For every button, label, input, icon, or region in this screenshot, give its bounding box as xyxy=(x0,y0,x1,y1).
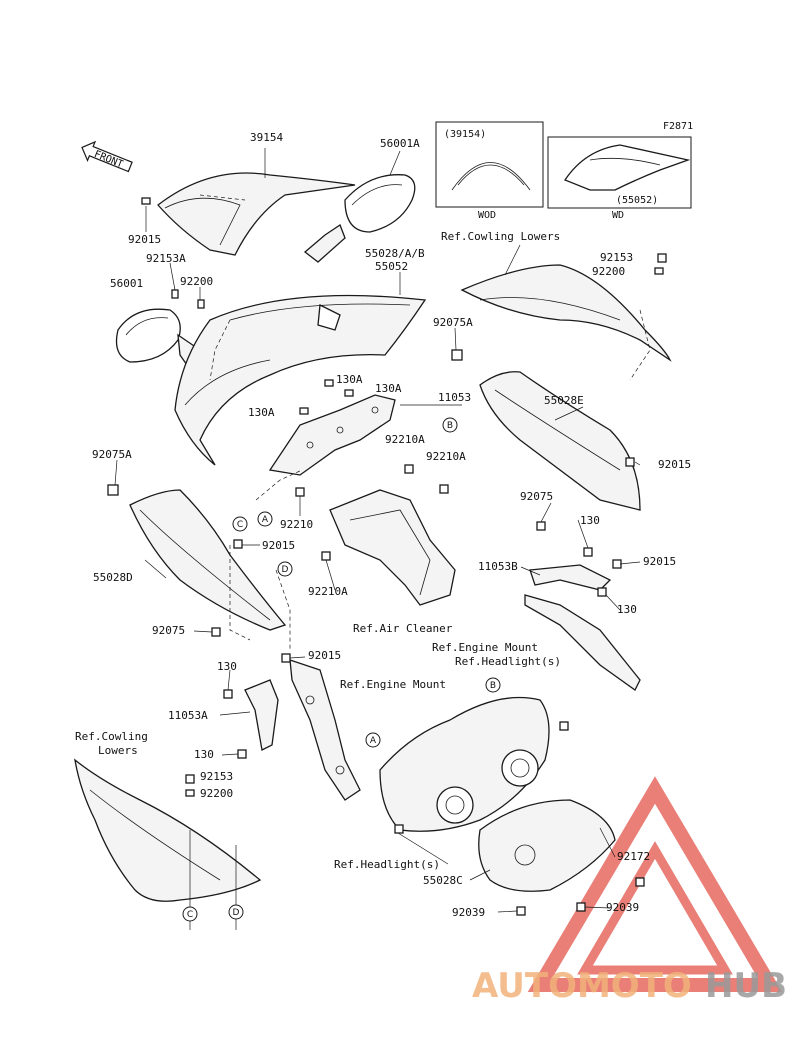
label-92153A: 92153A xyxy=(146,252,186,265)
svg-text:D: D xyxy=(233,908,240,918)
label-ref-cowling-lowers-l1: Ref.Cowling xyxy=(75,730,148,743)
watermark-part2: HUB xyxy=(705,966,787,1006)
callout-C1: C xyxy=(232,516,248,532)
left-inner-panel-55028D xyxy=(129,489,287,631)
label-130A-3: 130A xyxy=(248,406,275,419)
callout-D1: D xyxy=(277,561,293,577)
label-ref-engine-mount-r: Ref.Engine Mount xyxy=(432,641,538,654)
callout-B2: B xyxy=(485,677,501,693)
center-duct xyxy=(329,489,456,606)
label-130A-1: 130A xyxy=(336,373,363,386)
label-92200-top: 92200 xyxy=(180,275,213,288)
label-92200-tr: 92200 xyxy=(592,265,625,278)
engine-mount-bracket xyxy=(289,659,361,801)
svg-text:A: A xyxy=(262,515,269,525)
label-92015-r: 92015 xyxy=(658,458,691,471)
fasteners xyxy=(107,197,667,916)
variant-wod-part: (39154) xyxy=(444,129,486,140)
headlight-assembly xyxy=(379,696,550,832)
label-92039-l: 92039 xyxy=(452,906,485,919)
label-92210A-3: 92210A xyxy=(308,585,348,598)
callout-A1: A xyxy=(257,511,273,527)
label-11053: 11053 xyxy=(438,391,471,404)
part-labels: 39154 56001A 92015 92153A 56001 92200 55… xyxy=(75,131,691,919)
variant-wd-inset: (55052) WD xyxy=(547,136,692,221)
svg-text:B: B xyxy=(447,421,453,431)
label-92039-r: 92039 xyxy=(606,901,639,914)
label-ref-air-cleaner: Ref.Air Cleaner xyxy=(353,622,453,635)
label-92210: 92210 xyxy=(280,518,313,531)
label-130-l1: 130 xyxy=(217,660,237,673)
bracket-11053B xyxy=(524,564,641,691)
right-side-cowl-55028E xyxy=(479,371,641,511)
label-130A-2: 130A xyxy=(375,382,402,395)
label-92172: 92172 xyxy=(617,850,650,863)
label-130-r1: 130 xyxy=(580,514,600,527)
label-92075A-r: 92075A xyxy=(433,316,473,329)
label-ref-headlights-b: Ref.Headlight(s) xyxy=(334,858,440,871)
label-11053B: 11053B xyxy=(478,560,518,573)
lower-cover-55028C xyxy=(478,799,616,892)
variant-wod-inset: (39154) WOD xyxy=(435,121,544,221)
watermark-text: AUTOMOTO HUB xyxy=(472,966,787,1006)
left-lower-cowling xyxy=(74,758,262,902)
svg-text:B: B xyxy=(490,681,496,691)
label-92210A-2: 92210A xyxy=(426,450,466,463)
label-55028AB: 55028/A/B xyxy=(365,247,425,260)
label-92015-tl: 92015 xyxy=(128,233,161,246)
bracket-11053A xyxy=(244,679,279,751)
label-92015-m: 92015 xyxy=(308,649,341,662)
mirror-right xyxy=(303,174,416,263)
label-55052: 55052 xyxy=(375,260,408,273)
label-130-l2: 130 xyxy=(194,748,214,761)
label-ref-headlights-r: Ref.Headlight(s) xyxy=(455,655,561,668)
upper-cowling xyxy=(174,294,427,466)
label-130-r2: 130 xyxy=(617,603,637,616)
label-92153-tr: 92153 xyxy=(600,251,633,264)
svg-text:D: D xyxy=(282,565,289,575)
svg-text:C: C xyxy=(187,910,193,920)
windshield xyxy=(157,172,356,256)
callout-D2: D xyxy=(228,904,244,920)
callout-B1: B xyxy=(442,417,458,433)
label-ref-cowling-lowers-l2: Lowers xyxy=(98,744,138,757)
svg-text:C: C xyxy=(237,520,243,530)
variant-wd-caption: WD xyxy=(612,210,624,221)
right-cowl-lower xyxy=(460,264,672,362)
bracket-11053 xyxy=(268,394,396,476)
label-39154: 39154 xyxy=(250,131,283,144)
label-92075A-l: 92075A xyxy=(92,448,132,461)
label-92200-l: 92200 xyxy=(200,787,233,800)
figure-code: F2871 xyxy=(663,121,693,132)
label-92210A-1: 92210A xyxy=(385,433,425,446)
variant-wod-caption: WOD xyxy=(478,210,496,221)
label-ref-engine-mount-m: Ref.Engine Mount xyxy=(340,678,446,691)
label-56001A: 56001A xyxy=(380,137,420,150)
label-11053A: 11053A xyxy=(168,709,208,722)
label-ref-cowling-lowers-top: Ref.Cowling Lowers xyxy=(441,230,560,243)
callout-A2: A xyxy=(365,732,381,748)
variant-wd-part: (55052) xyxy=(616,195,658,206)
label-92075-r: 92075 xyxy=(520,490,553,503)
callout-C2: C xyxy=(182,906,198,922)
front-arrow-icon: FRONT xyxy=(81,140,133,173)
label-92015-r2: 92015 xyxy=(643,555,676,568)
svg-text:A: A xyxy=(370,736,377,746)
label-56001: 56001 xyxy=(110,277,143,290)
label-92153-l: 92153 xyxy=(200,770,233,783)
watermark-logo xyxy=(527,776,783,992)
watermark-part1: AUTOMOTO xyxy=(472,966,692,1006)
label-55028C: 55028C xyxy=(423,874,463,887)
label-55028D: 55028D xyxy=(93,571,133,584)
label-55028E: 55028E xyxy=(544,394,584,407)
label-92075-l: 92075 xyxy=(152,624,185,637)
label-92015-c: 92015 xyxy=(262,539,295,552)
